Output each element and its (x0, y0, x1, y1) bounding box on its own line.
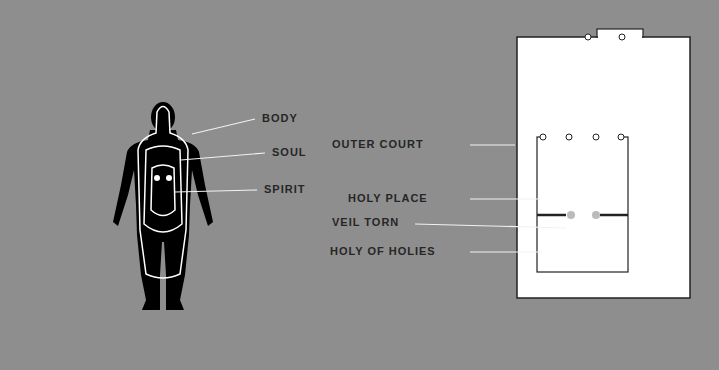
holy-place-label: HOLY PLACE (348, 192, 428, 205)
holy-place-entrance (543, 136, 620, 138)
veil-torn-edge (567, 211, 575, 219)
spirit-dot (154, 175, 160, 181)
spirit-outline (151, 165, 175, 216)
leader-lines (175, 119, 566, 252)
pillar (593, 134, 599, 140)
human-figure (113, 102, 213, 310)
pillar (585, 34, 591, 40)
body-label: BODY (262, 112, 298, 125)
soul-label: SOUL (272, 146, 307, 159)
pillar (619, 34, 625, 40)
veil-label: VEIL TORN (332, 216, 399, 229)
soul-outline (144, 146, 182, 232)
leader-line (470, 144, 515, 145)
veil-left (537, 214, 566, 217)
outer-court-wall (517, 37, 690, 298)
leader-line (470, 251, 542, 252)
leader-line (415, 224, 566, 228)
pillar (540, 134, 546, 140)
spirit-dot (166, 175, 172, 181)
leader-line (192, 119, 255, 134)
leader-line (175, 190, 257, 192)
pillar (566, 134, 572, 140)
holy-of-holies-label: HOLY OF HOLIES (330, 245, 436, 258)
veil-right (600, 214, 628, 217)
veil-torn-edge (592, 211, 600, 219)
pillar (618, 134, 624, 140)
holy-place-wall (537, 137, 628, 272)
spirit-label: SPIRIT (264, 183, 305, 196)
outer-court-label: OUTER COURT (332, 138, 424, 151)
leader-line (470, 198, 540, 199)
tabernacle-plan (517, 29, 690, 298)
body-silhouette (113, 130, 213, 310)
leader-line (181, 153, 265, 160)
